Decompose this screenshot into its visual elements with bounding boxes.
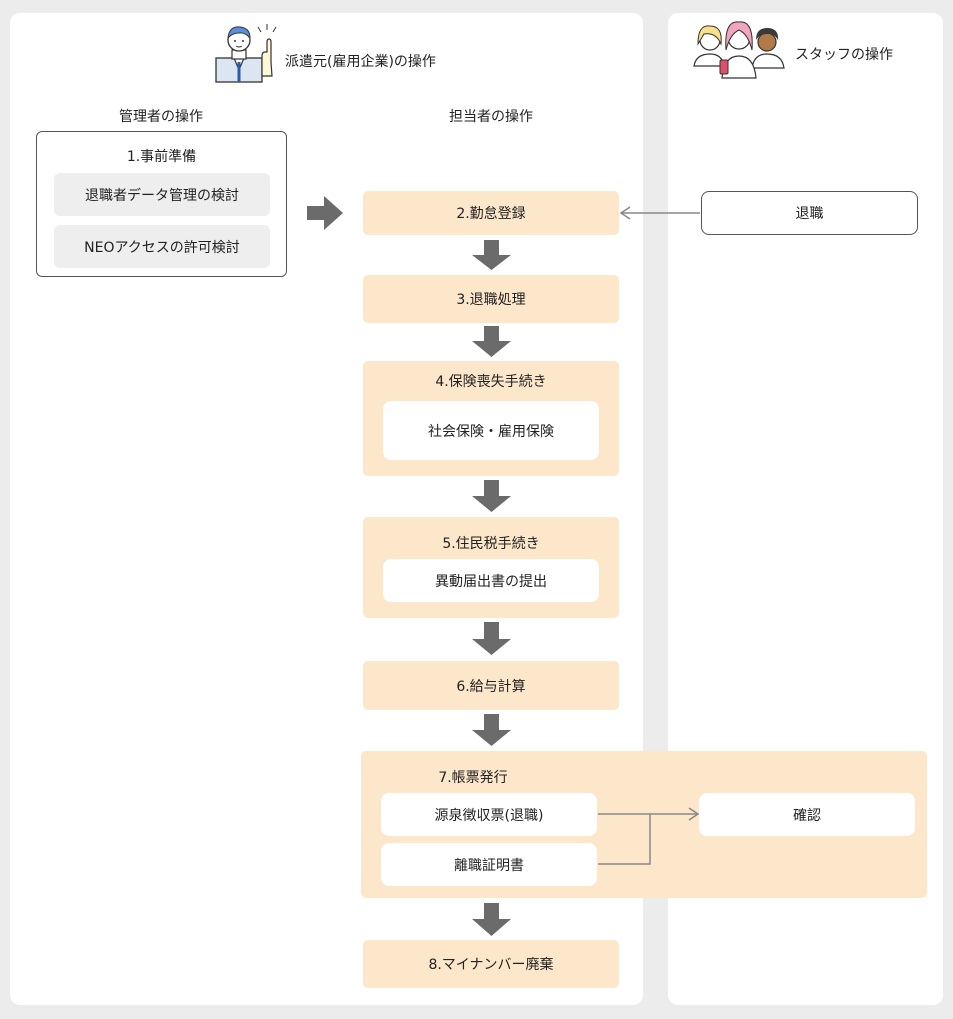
staff-retire-box: 退職 xyxy=(701,191,918,235)
retiree-data-item: 退職者データ管理の検討 xyxy=(54,173,270,216)
step4-title: 4.保険喪失手続き xyxy=(435,374,547,390)
step7-title: 7.帳票発行 xyxy=(438,770,508,786)
staff-title: スタッフの操作 xyxy=(795,47,893,63)
preparation-title: 1.事前準備 xyxy=(126,149,197,165)
staff-confirm-box: 確認 xyxy=(699,793,915,836)
step8-mynumber-disposal: 8.マイナンバー廃棄 xyxy=(363,940,619,988)
step2-attendance: 2.勤怠登録 xyxy=(363,191,619,235)
neo-access-item: NEOアクセスの許可検討 xyxy=(54,225,270,268)
separation-certificate-item: 離職証明書 xyxy=(381,843,597,886)
dispatcher-title: 派遣元(雇用企業)の操作 xyxy=(285,54,436,70)
office-worker-icon xyxy=(212,20,278,83)
step6-payroll: 6.給与計算 xyxy=(363,661,619,710)
person-in-charge-label: 担当者の操作 xyxy=(449,109,533,125)
admin-label: 管理者の操作 xyxy=(119,109,203,125)
transfer-notice-item: 異動届出書の提出 xyxy=(383,559,599,602)
step3-retirement: 3.退職処理 xyxy=(363,275,619,323)
staff-group-icon xyxy=(690,16,788,79)
step5-title: 5.住民税手続き xyxy=(442,536,540,552)
social-employment-insurance-item: 社会保険・雇用保険 xyxy=(383,401,599,460)
withholding-slip-item: 源泉徴収票(退職) xyxy=(381,793,597,836)
